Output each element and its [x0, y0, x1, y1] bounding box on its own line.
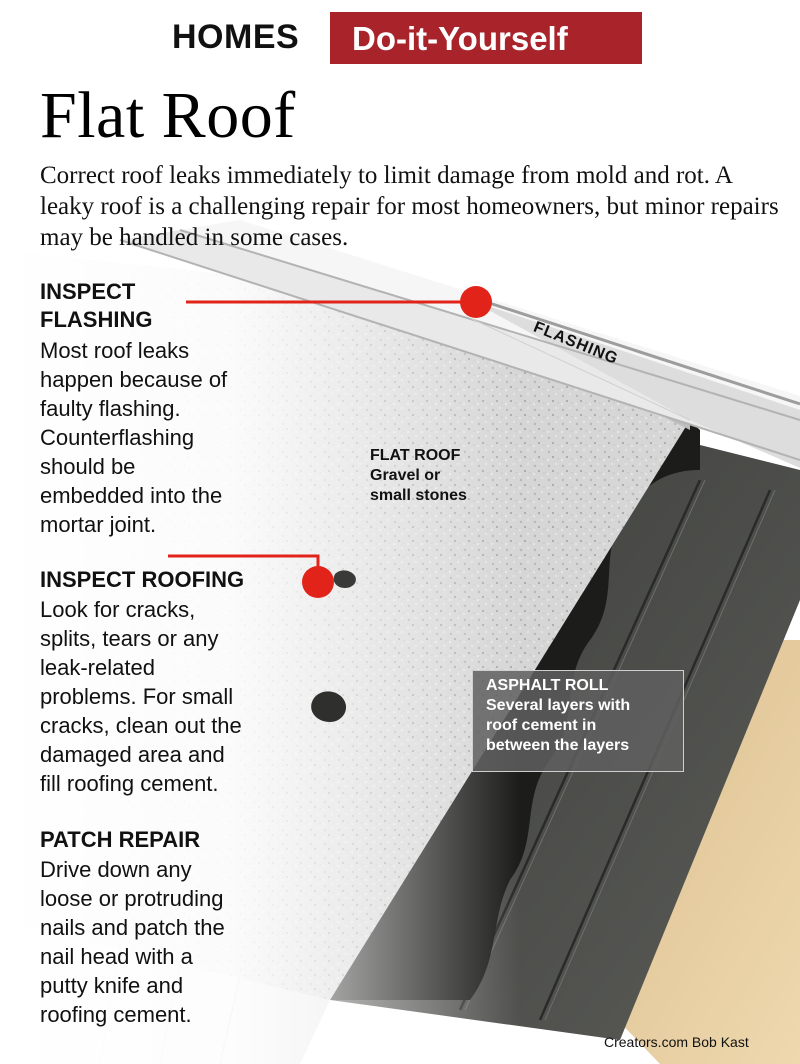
body-line: nail head with a — [40, 944, 193, 969]
heading-line: INSPECT — [40, 279, 136, 304]
body-line: problems. For small — [40, 684, 234, 709]
body-line: Counterflashing — [40, 425, 195, 450]
callout-dot — [460, 286, 492, 318]
label-line: between the layers — [486, 737, 630, 754]
roof-hole — [333, 570, 356, 588]
label-line: Gravel or — [370, 467, 441, 484]
label-flat-roof: FLAT ROOF Gravel or small stones — [370, 446, 467, 506]
body-patch-repair: Drive down any loose or protruding nails… — [40, 855, 225, 1029]
label-line: roof cement in — [486, 717, 597, 734]
heading-line: FLASHING — [40, 307, 153, 332]
body-line: embedded into the — [40, 483, 223, 508]
label-line: small stones — [370, 487, 467, 504]
tag-label: Do-it-Yourself — [352, 20, 568, 57]
label-title: ASPHALT ROLL — [486, 677, 609, 694]
body-line: leak-related — [40, 655, 155, 680]
body-line: should be — [40, 454, 136, 479]
credit-line: Creators.com Bob Kast — [604, 1034, 749, 1050]
label-title: FLAT ROOF — [370, 447, 461, 464]
body-line: roofing cement. — [40, 1002, 192, 1027]
page-title: Flat Roof — [40, 79, 296, 152]
body-line: putty knife and — [40, 973, 184, 998]
body-line: splits, tears or any — [40, 626, 219, 651]
asphalt-roll-callout — [472, 670, 684, 772]
heading-inspect-roofing: INSPECT ROOFING — [40, 566, 244, 594]
intro-text: Correct roof leaks immediately to limit … — [40, 162, 779, 251]
body-inspect-roofing: Look for cracks, splits, tears or any le… — [40, 595, 242, 798]
body-line: Drive down any — [40, 857, 192, 882]
body-line: cracks, clean out the — [40, 713, 242, 738]
header: HOMES Do-it-Yourself — [0, 8, 800, 64]
body-line: fill roofing cement. — [40, 771, 219, 796]
label-line: Several layers with — [486, 697, 631, 714]
callout-dot — [302, 566, 334, 598]
body-line: happen because of — [40, 367, 228, 392]
callout-flashing — [186, 286, 492, 318]
section-label: HOMES — [172, 18, 300, 56]
body-line: mortar joint. — [40, 512, 157, 537]
body-line: nails and patch the — [40, 915, 225, 940]
body-inspect-flashing: Most roof leaks happen because of faulty… — [40, 336, 227, 539]
heading-line: PATCH REPAIR — [40, 827, 201, 852]
heading-inspect-flashing: INSPECT FLASHING — [40, 278, 152, 334]
body-line: Look for cracks, — [40, 597, 196, 622]
heading-patch-repair: PATCH REPAIR — [40, 826, 200, 854]
body-line: Most roof leaks — [40, 338, 190, 363]
body-line: damaged area and — [40, 742, 225, 767]
callout-roofing — [168, 554, 334, 598]
tag-banner: Do-it-Yourself — [330, 12, 642, 64]
flashing-parapet — [119, 220, 800, 468]
label-asphalt-roll: ASPHALT ROLL Several layers with roof ce… — [486, 676, 630, 756]
heading-line: INSPECT ROOFING — [40, 567, 245, 592]
body-line: faulty flashing. — [40, 396, 181, 421]
roof-hole — [311, 691, 347, 722]
body-line: loose or protruding — [40, 886, 224, 911]
